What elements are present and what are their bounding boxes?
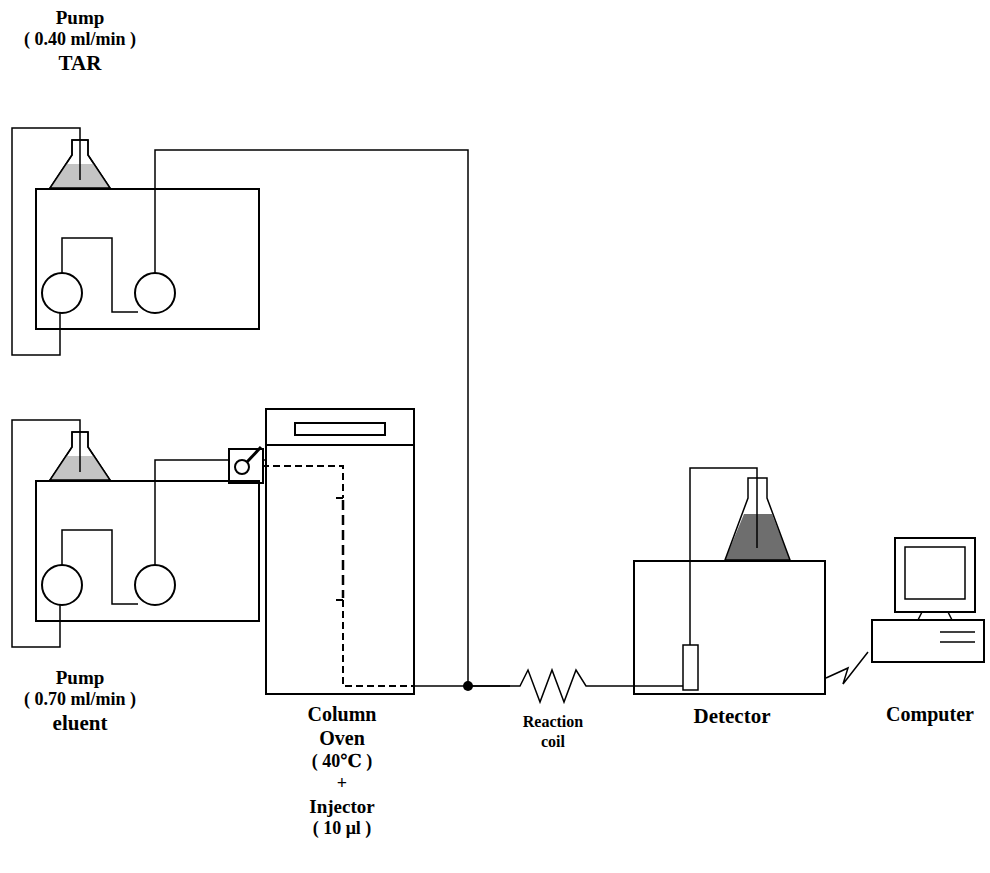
node-label-group: Pump( 0.40 ml/min )TAR (24, 6, 136, 77)
node-label: Pump (24, 666, 136, 689)
computer: Computer (868, 532, 988, 668)
tubing-line (155, 150, 510, 686)
drive-slot (940, 641, 975, 643)
reaction-coil: Reaction coil (510, 666, 596, 706)
tubing-line (826, 652, 868, 684)
node-label: TAR (24, 51, 136, 77)
pump-box: Pump( 0.40 ml/min )TAR (35, 188, 260, 330)
column-tubing (262, 466, 415, 686)
node-label: + (308, 773, 377, 795)
monitor-stand (918, 612, 952, 620)
monitor (895, 538, 975, 612)
node-label: ( 0.40 ml/min ) (24, 29, 136, 51)
oven-panel-line (265, 444, 415, 446)
drain-tube (690, 468, 757, 645)
column-oven-box: Column Oven( 40℃ )+Injector( 10 μl ) (265, 408, 415, 695)
node-label: Column Oven (308, 702, 377, 751)
tubing-line (596, 685, 633, 687)
injector-handle (247, 447, 261, 462)
node-label: ( 40℃ ) (308, 751, 377, 773)
node-label-group: Pump( 0.70 ml/min )eluent (24, 666, 136, 737)
node-label: Pump (24, 6, 136, 29)
junction-dot (463, 681, 473, 691)
node-label: ( 10 μl ) (308, 818, 377, 840)
column (342, 500, 345, 598)
cell-inlet (633, 685, 683, 687)
node-label: ( 0.70 ml/min ) (24, 689, 136, 711)
column-end (336, 498, 343, 600)
node-label: eluent (24, 711, 136, 737)
node-label: Injector (308, 795, 377, 818)
tubing-line (415, 685, 510, 687)
flow-cell (683, 645, 698, 690)
injector-valve (229, 449, 263, 483)
node-label: Detector (694, 704, 771, 730)
pump-box: Pump( 0.70 ml/min )eluent (35, 480, 260, 622)
node-label-group: Reaction coil (523, 712, 583, 751)
node-label-group: Computer (886, 702, 974, 726)
oven-display (295, 423, 385, 435)
node-label: Computer (886, 702, 974, 726)
coil-symbol (510, 670, 596, 702)
injector-port (235, 460, 249, 474)
detector-box: Detector (633, 560, 826, 695)
monitor-screen (905, 547, 965, 599)
computer-case (872, 620, 984, 662)
node-label-group: Detector (694, 704, 771, 730)
node-label-group: Column Oven( 40℃ )+Injector( 10 μl ) (308, 702, 377, 840)
node-label: Reaction coil (523, 712, 583, 751)
drive-slot (940, 631, 975, 633)
